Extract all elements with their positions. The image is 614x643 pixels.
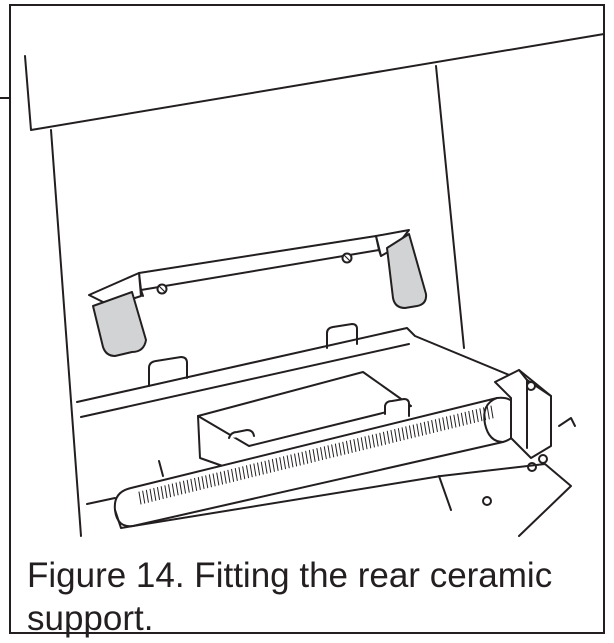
- left-support-leg: [93, 292, 146, 356]
- rear-ceramic-support: [89, 230, 426, 356]
- base-tabs: [149, 324, 357, 386]
- fire-interior-illustration: [11, 6, 607, 546]
- screw-icon: [483, 497, 491, 505]
- firebox-walls: [51, 66, 464, 536]
- ribbed-burner: [115, 398, 520, 526]
- figure-caption: Figure 14. Fitting the rear ceramic supp…: [27, 556, 553, 638]
- callout-tick: [0, 97, 9, 99]
- canopy-hood: [25, 34, 604, 130]
- front-lip: [115, 464, 571, 536]
- right-support-leg: [387, 234, 426, 308]
- base-tray: [77, 328, 531, 504]
- figure-frame: Figure 14. Fitting the rear ceramic supp…: [9, 4, 607, 638]
- screw-icon: [539, 455, 547, 463]
- inner-plate: [159, 372, 411, 476]
- screw-icon: [527, 382, 535, 390]
